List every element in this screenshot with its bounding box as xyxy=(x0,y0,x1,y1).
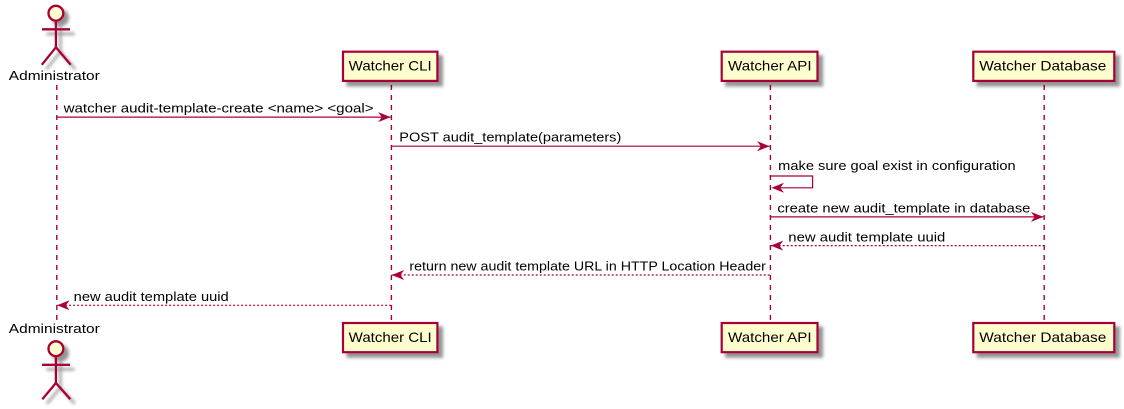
svg-text:return new audit template URL: return new audit template URL in HTTP Lo… xyxy=(409,259,766,274)
svg-text:watcher audit-template-create: watcher audit-template-create <name> <go… xyxy=(62,100,373,115)
svg-text:Watcher CLI: Watcher CLI xyxy=(349,329,432,345)
svg-text:Watcher Database: Watcher Database xyxy=(979,57,1106,73)
svg-text:Administrator: Administrator xyxy=(9,68,101,83)
svg-text:new audit template uuid: new audit template uuid xyxy=(788,230,945,245)
svg-text:Watcher CLI: Watcher CLI xyxy=(349,57,432,73)
svg-text:Administrator: Administrator xyxy=(9,321,101,336)
svg-text:new audit template uuid: new audit template uuid xyxy=(74,289,229,304)
svg-text:Watcher Database: Watcher Database xyxy=(979,329,1106,345)
svg-text:create new audit_template in d: create new audit_template in database xyxy=(777,201,1030,216)
svg-text:POST audit_template(parameters: POST audit_template(parameters) xyxy=(399,130,621,145)
svg-text:Watcher API: Watcher API xyxy=(728,57,812,73)
svg-text:make sure goal exist in config: make sure goal exist in configuration xyxy=(778,158,1016,173)
svg-text:Watcher API: Watcher API xyxy=(728,329,812,345)
